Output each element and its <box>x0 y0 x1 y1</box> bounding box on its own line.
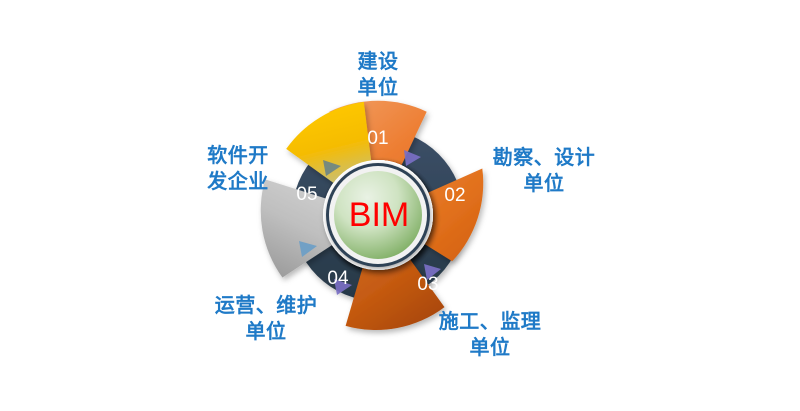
callout-label-04: 运营、维护 单位 <box>214 293 318 344</box>
center-hub[interactable] <box>326 163 430 267</box>
callout-label-03: 施工、监理 单位 <box>438 309 542 360</box>
segment-divider-marker-4 <box>299 241 317 257</box>
segment-01-number: 01 <box>367 128 388 149</box>
center-label-bim: BIM <box>349 196 409 234</box>
segment-04-number: 04 <box>327 268 349 289</box>
segment-02-number: 02 <box>444 185 465 206</box>
segment-divider-marker-5 <box>323 160 341 176</box>
callout-label-05: 软件开 发企业 <box>207 143 269 194</box>
segment-03-number: 03 <box>417 274 438 295</box>
segment-divider-marker-3 <box>334 279 352 295</box>
segment-05-number: 05 <box>296 184 317 205</box>
segment-divider-marker-1 <box>404 150 421 166</box>
callout-label-02: 勘察、设计 单位 <box>492 145 596 196</box>
segment-divider-marker-2 <box>424 264 441 280</box>
callout-label-01: 建设 单位 <box>357 49 399 100</box>
